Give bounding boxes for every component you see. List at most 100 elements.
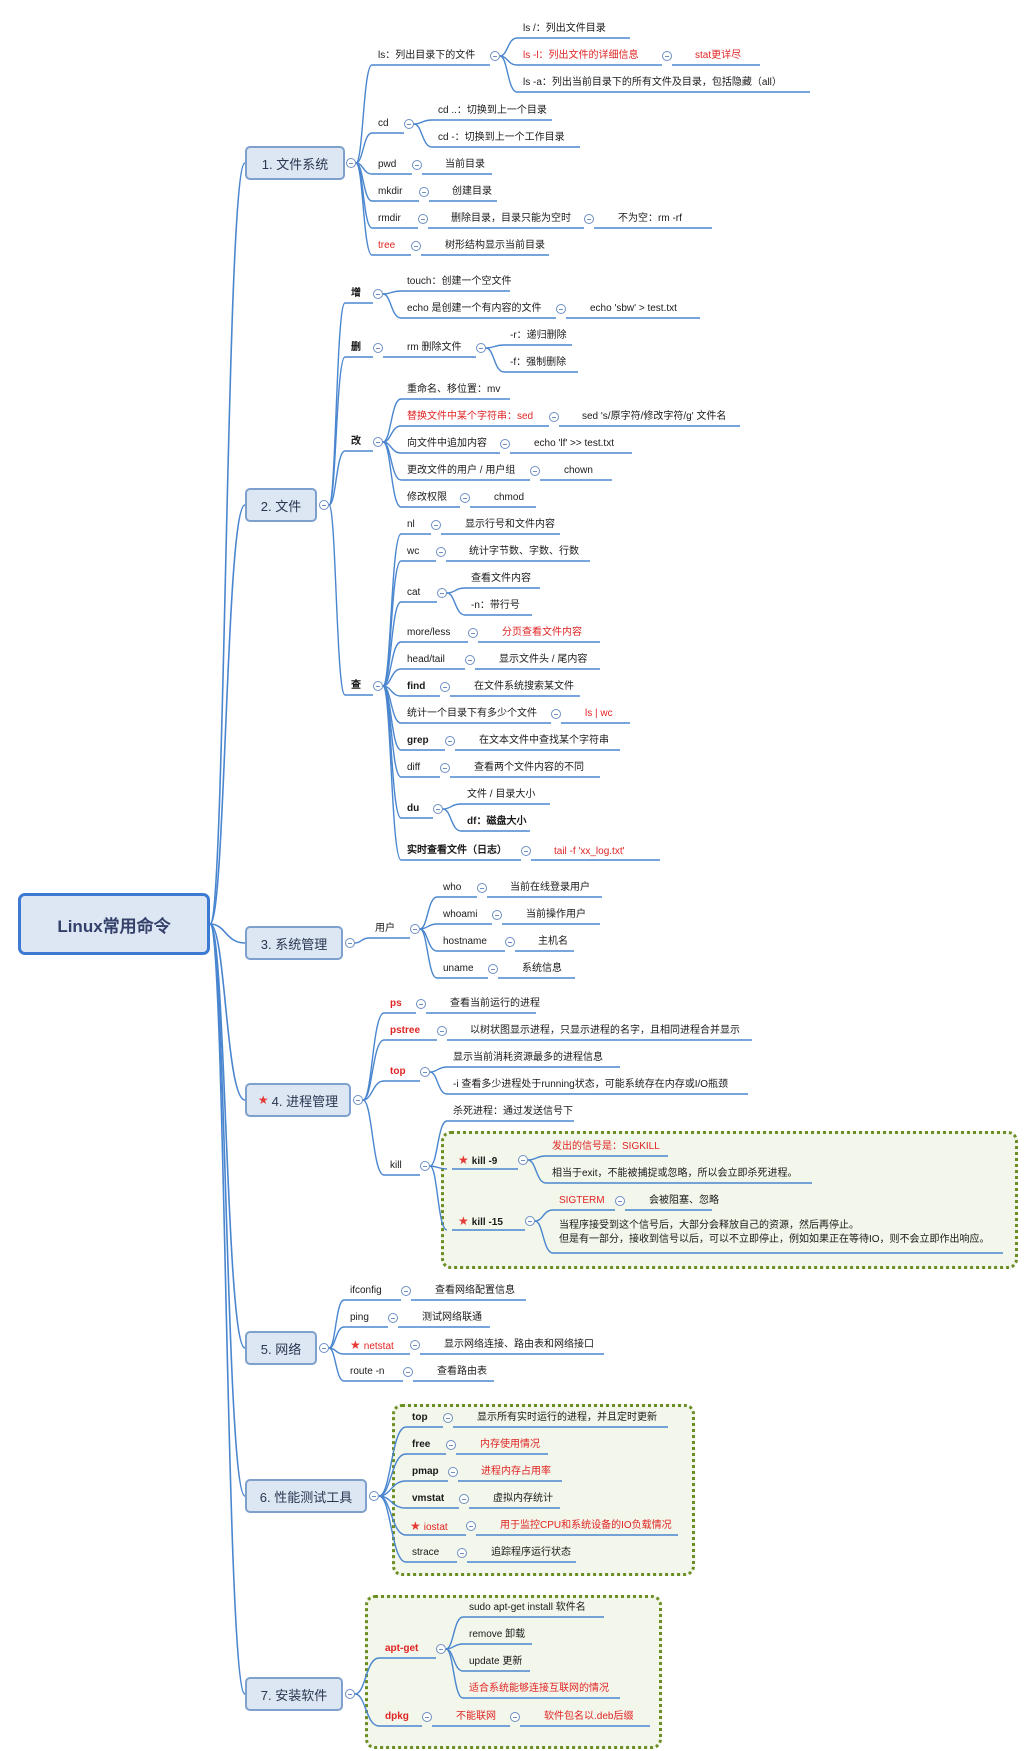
- collapse-toggle-icon[interactable]: [490, 51, 500, 61]
- node-diff-desc[interactable]: 查看两个文件内容的不同: [474, 762, 584, 773]
- node-who-desc[interactable]: 当前在线登录用户: [510, 882, 590, 893]
- node-head[interactable]: head/tail: [407, 654, 445, 665]
- node-ls-l[interactable]: ls -l：列出文件的详细信息: [523, 50, 639, 61]
- node-pwd[interactable]: pwd: [378, 159, 397, 170]
- node-tail[interactable]: 实时查看文件（日志）: [407, 845, 507, 856]
- collapse-toggle-icon[interactable]: [446, 1440, 456, 1450]
- node-hostname[interactable]: hostname: [443, 936, 487, 947]
- collapse-toggle-icon[interactable]: [419, 187, 429, 197]
- node-route-desc[interactable]: 查看路由表: [437, 1366, 487, 1377]
- collapse-toggle-icon[interactable]: [518, 1155, 528, 1165]
- collapse-toggle-icon[interactable]: [460, 493, 470, 503]
- node-uname[interactable]: uname: [443, 963, 474, 974]
- node-strace-desc[interactable]: 追踪程序运行状态: [491, 1547, 571, 1558]
- collapse-toggle-icon[interactable]: [369, 1491, 379, 1501]
- node-hostname-desc[interactable]: 主机名: [538, 936, 568, 947]
- node-nl[interactable]: nl: [407, 519, 415, 530]
- node-mkdir[interactable]: mkdir: [378, 186, 403, 197]
- node-find[interactable]: find: [407, 681, 426, 692]
- collapse-toggle-icon[interactable]: [373, 437, 383, 447]
- node-append[interactable]: 向文件中追加内容: [407, 438, 487, 449]
- category-filesystem[interactable]: 1. 文件系统: [245, 146, 345, 180]
- node-top[interactable]: top: [390, 1066, 406, 1077]
- node-wc[interactable]: wc: [407, 546, 420, 557]
- node-vmstat[interactable]: vmstat: [412, 1493, 445, 1504]
- node-top-desc1[interactable]: 显示当前消耗资源最多的进程信息: [453, 1052, 603, 1063]
- collapse-toggle-icon[interactable]: [373, 681, 383, 691]
- node-netstat[interactable]: ★netstat: [350, 1338, 394, 1354]
- node-cat-desc[interactable]: 查看文件内容: [471, 573, 531, 584]
- collapse-toggle-icon[interactable]: [345, 1689, 355, 1699]
- node-grep-desc[interactable]: 在文本文件中查找某个字符串: [479, 735, 609, 746]
- collapse-toggle-icon[interactable]: [418, 214, 428, 224]
- node-iostat-desc[interactable]: 用于监控CPU和系统设备的IO负载情况: [500, 1520, 672, 1531]
- node-uname-desc[interactable]: 系统信息: [522, 963, 562, 974]
- node-append-example[interactable]: echo 'lf' >> test.txt: [534, 438, 614, 449]
- node-sed[interactable]: 替换文件中某个字符串：sed: [407, 411, 534, 422]
- collapse-toggle-icon[interactable]: [440, 763, 450, 773]
- node-du[interactable]: du: [407, 803, 420, 814]
- node-dpkg-note[interactable]: 不能联网: [456, 1711, 496, 1722]
- node-more-desc[interactable]: 分页查看文件内容: [502, 627, 582, 638]
- collapse-toggle-icon[interactable]: [431, 520, 441, 530]
- node-kill-desc[interactable]: 杀死进程：通过发送信号下: [453, 1106, 573, 1117]
- node-tree[interactable]: tree: [378, 240, 396, 251]
- node-free-desc[interactable]: 内存使用情况: [480, 1439, 540, 1450]
- node-mod[interactable]: 改: [351, 436, 361, 447]
- node-du-desc[interactable]: 文件 / 目录大小: [467, 789, 536, 800]
- node-ping[interactable]: ping: [350, 1312, 369, 1323]
- node-apt-note[interactable]: 适合系统能够连接互联网的情况: [469, 1683, 609, 1694]
- collapse-toggle-icon[interactable]: [319, 1343, 329, 1353]
- collapse-toggle-icon[interactable]: [420, 1161, 430, 1171]
- node-apt-get[interactable]: apt-get: [385, 1643, 419, 1654]
- collapse-toggle-icon[interactable]: [465, 655, 475, 665]
- node-kill9-signal[interactable]: 发出的信号是：SIGKILL: [552, 1141, 660, 1152]
- node-top-desc2[interactable]: -i 查看多少进程处于running状态，可能系统存在内存或I/O瓶颈: [453, 1079, 729, 1090]
- node-dpkg[interactable]: dpkg: [385, 1711, 409, 1722]
- node-del[interactable]: 删: [351, 342, 361, 353]
- node-perf-top[interactable]: top: [412, 1412, 428, 1423]
- node-rmdir-desc[interactable]: 删除目录，目录只能为空时: [451, 213, 571, 224]
- collapse-toggle-icon[interactable]: [433, 804, 443, 814]
- collapse-toggle-icon[interactable]: [488, 964, 498, 974]
- node-whoami-desc[interactable]: 当前操作用户: [526, 909, 586, 920]
- node-pstree[interactable]: pstree: [390, 1025, 421, 1036]
- collapse-toggle-icon[interactable]: [443, 1413, 453, 1423]
- collapse-toggle-icon[interactable]: [556, 304, 566, 314]
- node-sigterm[interactable]: SIGTERM: [559, 1195, 605, 1206]
- node-sigterm-desc[interactable]: 会被阻塞、忽略: [649, 1195, 719, 1206]
- node-strace[interactable]: strace: [412, 1547, 440, 1558]
- node-free[interactable]: free: [412, 1439, 431, 1450]
- collapse-toggle-icon[interactable]: [404, 119, 414, 129]
- node-chown[interactable]: chown: [564, 465, 593, 476]
- node-nl-desc[interactable]: 显示行号和文件内容: [465, 519, 555, 530]
- collapse-toggle-icon[interactable]: [353, 1095, 363, 1105]
- collapse-toggle-icon[interactable]: [388, 1313, 398, 1323]
- node-pmap-desc[interactable]: 进程内存占用率: [481, 1466, 551, 1477]
- node-apt-install[interactable]: sudo apt-get install 软件名: [469, 1602, 586, 1613]
- node-mv[interactable]: 重命名、移位置：mv: [407, 384, 501, 395]
- node-user[interactable]: 用户: [375, 923, 395, 934]
- collapse-toggle-icon[interactable]: [466, 1521, 476, 1531]
- collapse-toggle-icon[interactable]: [615, 1196, 625, 1206]
- collapse-toggle-icon[interactable]: [346, 158, 356, 168]
- collapse-toggle-icon[interactable]: [457, 1548, 467, 1558]
- node-pwd-desc[interactable]: 当前目录: [445, 159, 485, 170]
- node-cat[interactable]: cat: [407, 587, 421, 598]
- collapse-toggle-icon[interactable]: [403, 1367, 413, 1377]
- node-cd-up[interactable]: cd ..：切换到上一个目录: [438, 105, 547, 116]
- collapse-toggle-icon[interactable]: [530, 466, 540, 476]
- node-chmod[interactable]: chmod: [494, 492, 525, 503]
- collapse-toggle-icon[interactable]: [436, 547, 446, 557]
- node-ifconfig[interactable]: ifconfig: [350, 1285, 382, 1296]
- node-vmstat-desc[interactable]: 虚拟内存统计: [493, 1493, 553, 1504]
- collapse-toggle-icon[interactable]: [510, 1712, 520, 1722]
- collapse-toggle-icon[interactable]: [500, 439, 510, 449]
- category-process[interactable]: ★4. 进程管理: [245, 1083, 351, 1117]
- node-query[interactable]: 查: [351, 680, 361, 691]
- collapse-toggle-icon[interactable]: [468, 628, 478, 638]
- node-ls-root[interactable]: ls /：列出文件目录: [523, 23, 606, 34]
- node-tail-cmd[interactable]: tail -f 'xx_log.txt': [554, 846, 625, 857]
- collapse-toggle-icon[interactable]: [521, 846, 531, 856]
- collapse-toggle-icon[interactable]: [411, 241, 421, 251]
